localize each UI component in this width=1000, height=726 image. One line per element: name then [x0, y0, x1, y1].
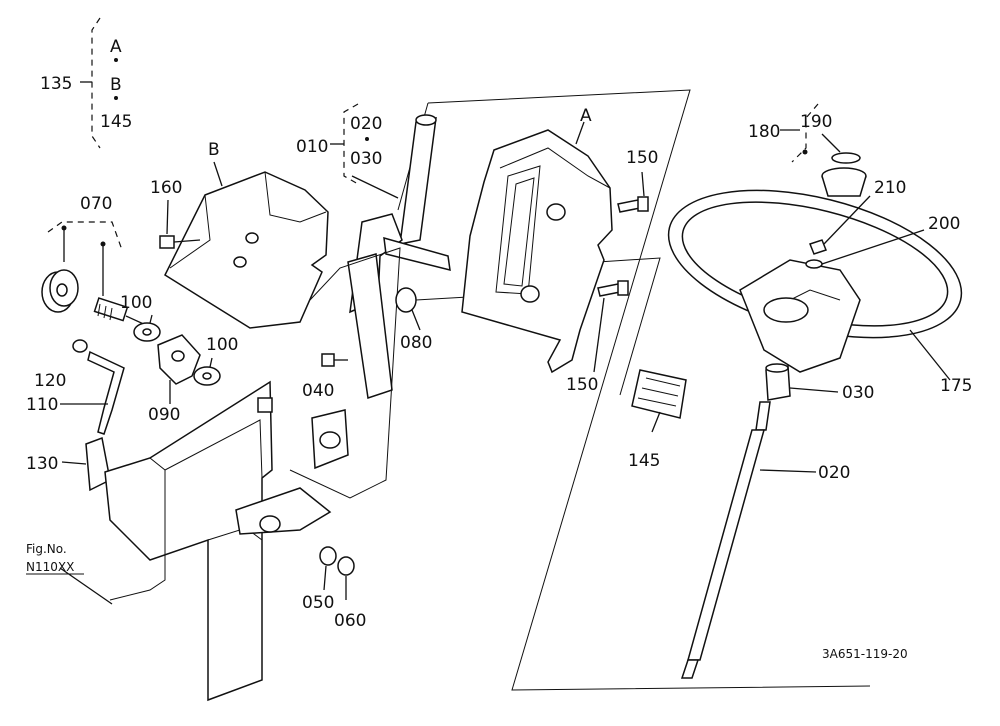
bolt-150-lower	[593, 280, 629, 373]
bolt-040	[321, 353, 348, 367]
callout-b-top: B	[110, 75, 122, 95]
callout-135: 135	[40, 74, 72, 94]
pedestal-bracket	[59, 380, 332, 702]
nut-210	[809, 195, 871, 255]
cap-190	[821, 133, 861, 164]
callout-210: 210	[874, 178, 906, 198]
callout-b-cover: B	[208, 140, 220, 160]
cover-a	[461, 121, 613, 374]
callout-180: 180	[748, 122, 780, 142]
grip-130	[61, 436, 111, 492]
callout-175: 175	[940, 376, 972, 396]
decal-145	[631, 369, 687, 433]
callout-150-lower: 150	[566, 375, 598, 395]
callout-145-top: 145	[100, 112, 132, 132]
knob-070	[41, 269, 149, 327]
cover-b	[164, 161, 329, 329]
dash-panel-outline	[397, 89, 871, 691]
callout-a-cover: A	[580, 106, 592, 126]
callout-120: 120	[34, 371, 66, 391]
fig-no-value: N110XX	[26, 560, 74, 574]
group-bracket-135	[80, 17, 118, 149]
callout-110: 110	[26, 395, 58, 415]
callout-030-top: 030	[350, 149, 382, 169]
washer-200	[805, 229, 925, 269]
drawing-code: 3A651-119-20	[822, 647, 908, 661]
callout-150-upper: 150	[626, 148, 658, 168]
washer-100-right	[193, 357, 221, 386]
callout-010: 010	[296, 137, 328, 157]
callout-190: 190	[800, 112, 832, 132]
callout-050: 050	[302, 593, 334, 613]
callout-060: 060	[334, 611, 366, 631]
steering-wheel-175	[667, 189, 963, 381]
fig-no-label: Fig.No.	[26, 542, 67, 556]
group-bracket-180	[780, 103, 819, 163]
callout-200: 200	[928, 214, 960, 234]
figure-reference: Fig.No. N110XX	[26, 542, 84, 575]
callout-145-decal: 145	[628, 451, 660, 471]
callout-040: 040	[302, 381, 334, 401]
callout-labels: 135 A B 145 B 160 070 100 100 120 110 09…	[26, 37, 972, 631]
callout-160: 160	[150, 178, 182, 198]
bolt-150-upper	[617, 171, 649, 213]
lever-110	[60, 339, 125, 435]
nut-060	[337, 556, 355, 600]
group-bracket-010	[330, 103, 369, 185]
callout-080: 080	[400, 333, 432, 353]
bushing-030	[765, 363, 839, 401]
shaft-020	[680, 401, 817, 679]
column-010	[289, 114, 451, 499]
callout-130: 130	[26, 454, 58, 474]
callout-090: 090	[148, 405, 180, 425]
washer-100-left	[133, 314, 161, 342]
callout-030-bushing: 030	[842, 383, 874, 403]
group-bracket-070	[47, 221, 123, 296]
bolt-160	[159, 199, 201, 249]
callout-100-right: 100	[206, 335, 238, 355]
plate-090	[157, 334, 201, 404]
callout-020-top: 020	[350, 114, 382, 134]
callout-a-top: A	[110, 37, 122, 57]
callout-100-left: 100	[120, 293, 152, 313]
horn-cap	[821, 167, 867, 197]
callout-070: 070	[80, 194, 112, 214]
nut-050	[319, 546, 337, 591]
callout-020-shaft: 020	[818, 463, 850, 483]
